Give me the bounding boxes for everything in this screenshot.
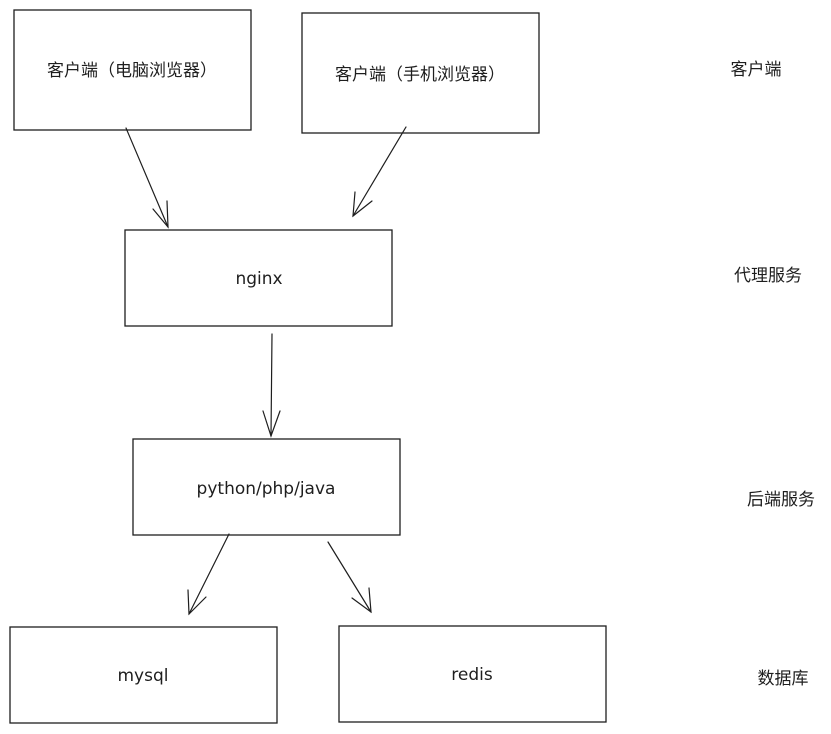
mysql-label: mysql (118, 666, 169, 686)
nginx-box (124, 229, 393, 327)
mysql-box (9, 626, 278, 724)
node-client-pc: 客户端（电脑浏览器） (13, 9, 252, 131)
client-pc-label: 客户端（电脑浏览器） (47, 61, 217, 81)
edge-client-mobile-to-nginx (352, 126, 407, 218)
arrowhead-icon (352, 191, 373, 218)
arrowhead-icon (187, 589, 207, 616)
redis-label: redis (451, 665, 493, 685)
client-mobile-label: 客户端（手机浏览器） (335, 65, 505, 85)
edge-backend-to-redis (327, 541, 372, 614)
backend-box (132, 438, 401, 536)
tier-label-backend: 后端服务 (747, 490, 815, 510)
tier-label-client: 客户端 (731, 60, 782, 80)
redis-box (338, 625, 607, 723)
client-pc-box (13, 9, 252, 131)
arrowhead-icon (262, 410, 281, 438)
node-mysql: mysql (9, 626, 278, 724)
edge-nginx-to-backend (262, 333, 281, 438)
edge-backend-to-mysql (187, 533, 230, 616)
edge-client-pc-to-nginx (125, 127, 169, 229)
tier-label-proxy: 代理服务 (734, 266, 802, 286)
node-client-mobile: 客户端（手机浏览器） (301, 12, 540, 134)
client-mobile-box (301, 12, 540, 134)
tier-label-database: 数据库 (758, 669, 809, 689)
node-redis: redis (338, 625, 607, 723)
arrowhead-icon (152, 200, 169, 229)
nginx-label: nginx (235, 269, 282, 289)
arrowhead-icon (351, 587, 372, 614)
backend-label: python/php/java (197, 479, 336, 499)
node-nginx: nginx (124, 229, 393, 327)
node-backend: python/php/java (132, 438, 401, 536)
